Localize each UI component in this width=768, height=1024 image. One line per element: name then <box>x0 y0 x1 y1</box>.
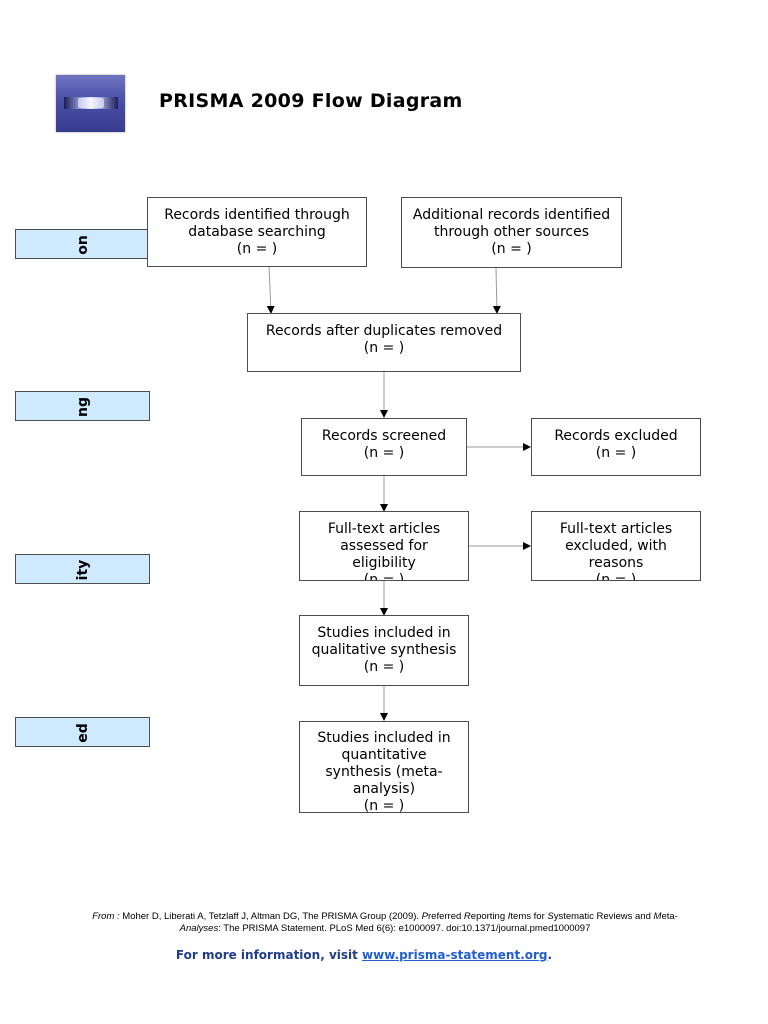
stage-screening: ng <box>15 391 150 421</box>
citation-rest: : The PRISMA Statement. PLoS Med 6(6): e… <box>218 923 591 934</box>
box-other-records: Additional records identified through ot… <box>401 197 622 268</box>
arrow-other-to-duplicates <box>492 266 501 314</box>
page-title: PRISMA 2009 Flow Diagram <box>159 90 463 112</box>
citation: From : Moher D, Liberati A, Tetzlaff J, … <box>40 911 730 935</box>
arrow-database-to-duplicates <box>266 265 275 314</box>
prisma-logo <box>56 75 125 132</box>
citation-from-label: From : <box>92 911 123 922</box>
citation-title-p-rest: referred <box>428 911 464 922</box>
citation-title-r: R <box>463 911 471 922</box>
logo-mark <box>78 98 104 108</box>
box-fulltext-excluded: Full-text articles excluded, with reason… <box>531 511 701 581</box>
box-records-screened: Records screened (n = ) <box>301 418 467 476</box>
citation-title-i: I <box>507 911 511 922</box>
prisma-statement-link[interactable]: www.prisma-statement.org <box>362 948 548 962</box>
citation-title-m: M <box>653 911 662 922</box>
more-info: For more information, visit www.prisma-s… <box>0 948 728 962</box>
citation-title-a-rest: nalyses <box>185 923 219 934</box>
citation-title-s-rest: ystematic Reviews and <box>553 911 654 922</box>
box-database-records: Records identified through database sear… <box>147 197 367 267</box>
citation-title-s: S <box>547 911 554 922</box>
box-records-excluded: Records excluded (n = ) <box>531 418 701 476</box>
citation-authors: Moher D, Liberati A, Tetzlaff J, Altman … <box>122 911 422 922</box>
more-info-end: . <box>547 948 553 962</box>
more-info-text: For more information, visit <box>175 948 363 962</box>
citation-title-p: P <box>421 911 429 922</box>
box-qualitative-synthesis: Studies included in qualitative synthesi… <box>299 615 469 686</box>
citation-title-m-rest: eta- <box>661 911 678 922</box>
citation-title-a: A <box>179 923 186 934</box>
stage-eligibility: ity <box>15 554 150 584</box>
box-fulltext-assessed: Full-text articles assessed for eligibil… <box>299 511 469 581</box>
stage-included: ed <box>15 717 150 747</box>
box-quantitative-synthesis: Studies included in quantitative synthes… <box>299 721 469 813</box>
citation-title-r-rest: eporting <box>470 911 508 922</box>
citation-title-i-rest: tems for <box>510 911 548 922</box>
box-duplicates-removed: Records after duplicates removed (n = ) <box>247 313 521 372</box>
